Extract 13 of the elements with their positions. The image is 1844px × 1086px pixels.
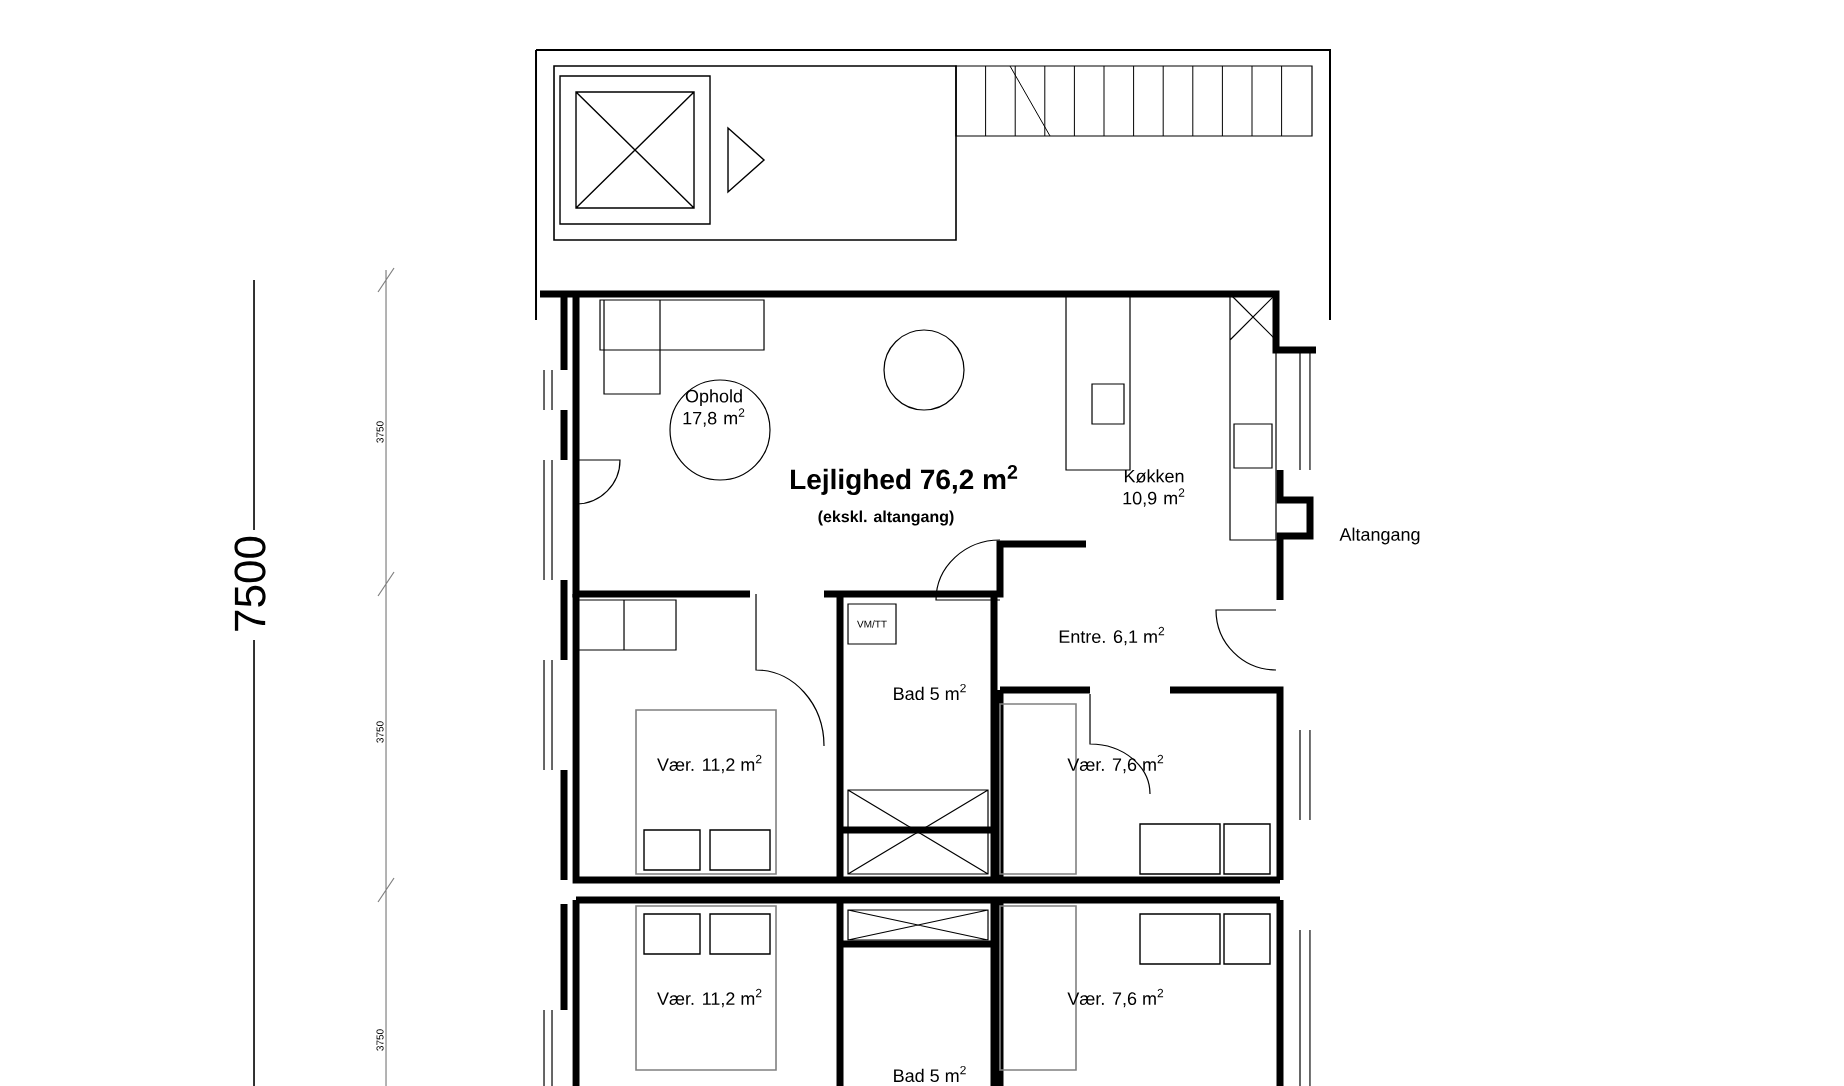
area-note: (ekskl. altangang) (818, 510, 954, 526)
room-label: Entre. 6,1 m$^{2}$ (1059, 626, 1165, 646)
room-label: Ophold 17,8 m$^{2}$ (683, 389, 745, 427)
area-title: Lejlighed 76,2 m$^{2}$ (791, 464, 1018, 495)
room-label: Vær. 7,6 m$^{2}$ (1067, 754, 1164, 774)
dimension-text: 7500 (234, 536, 266, 631)
room-label: Vær. 11,2 m$^{2}$ (657, 754, 762, 774)
room-label: Vær. 7,6 m$^{2}$ (1067, 988, 1164, 1008)
room-label: Bad 5 m$^{2}$ (894, 683, 966, 701)
room-label: Køkken 10,9 m$^{2}$ (1123, 469, 1185, 507)
room-label: Vær. 11,2 m$^{2}$ (657, 988, 762, 1008)
room-label: Bad 5 m$^{2}$ (894, 1065, 966, 1083)
balcony-label: Altangang (1339, 527, 1420, 545)
